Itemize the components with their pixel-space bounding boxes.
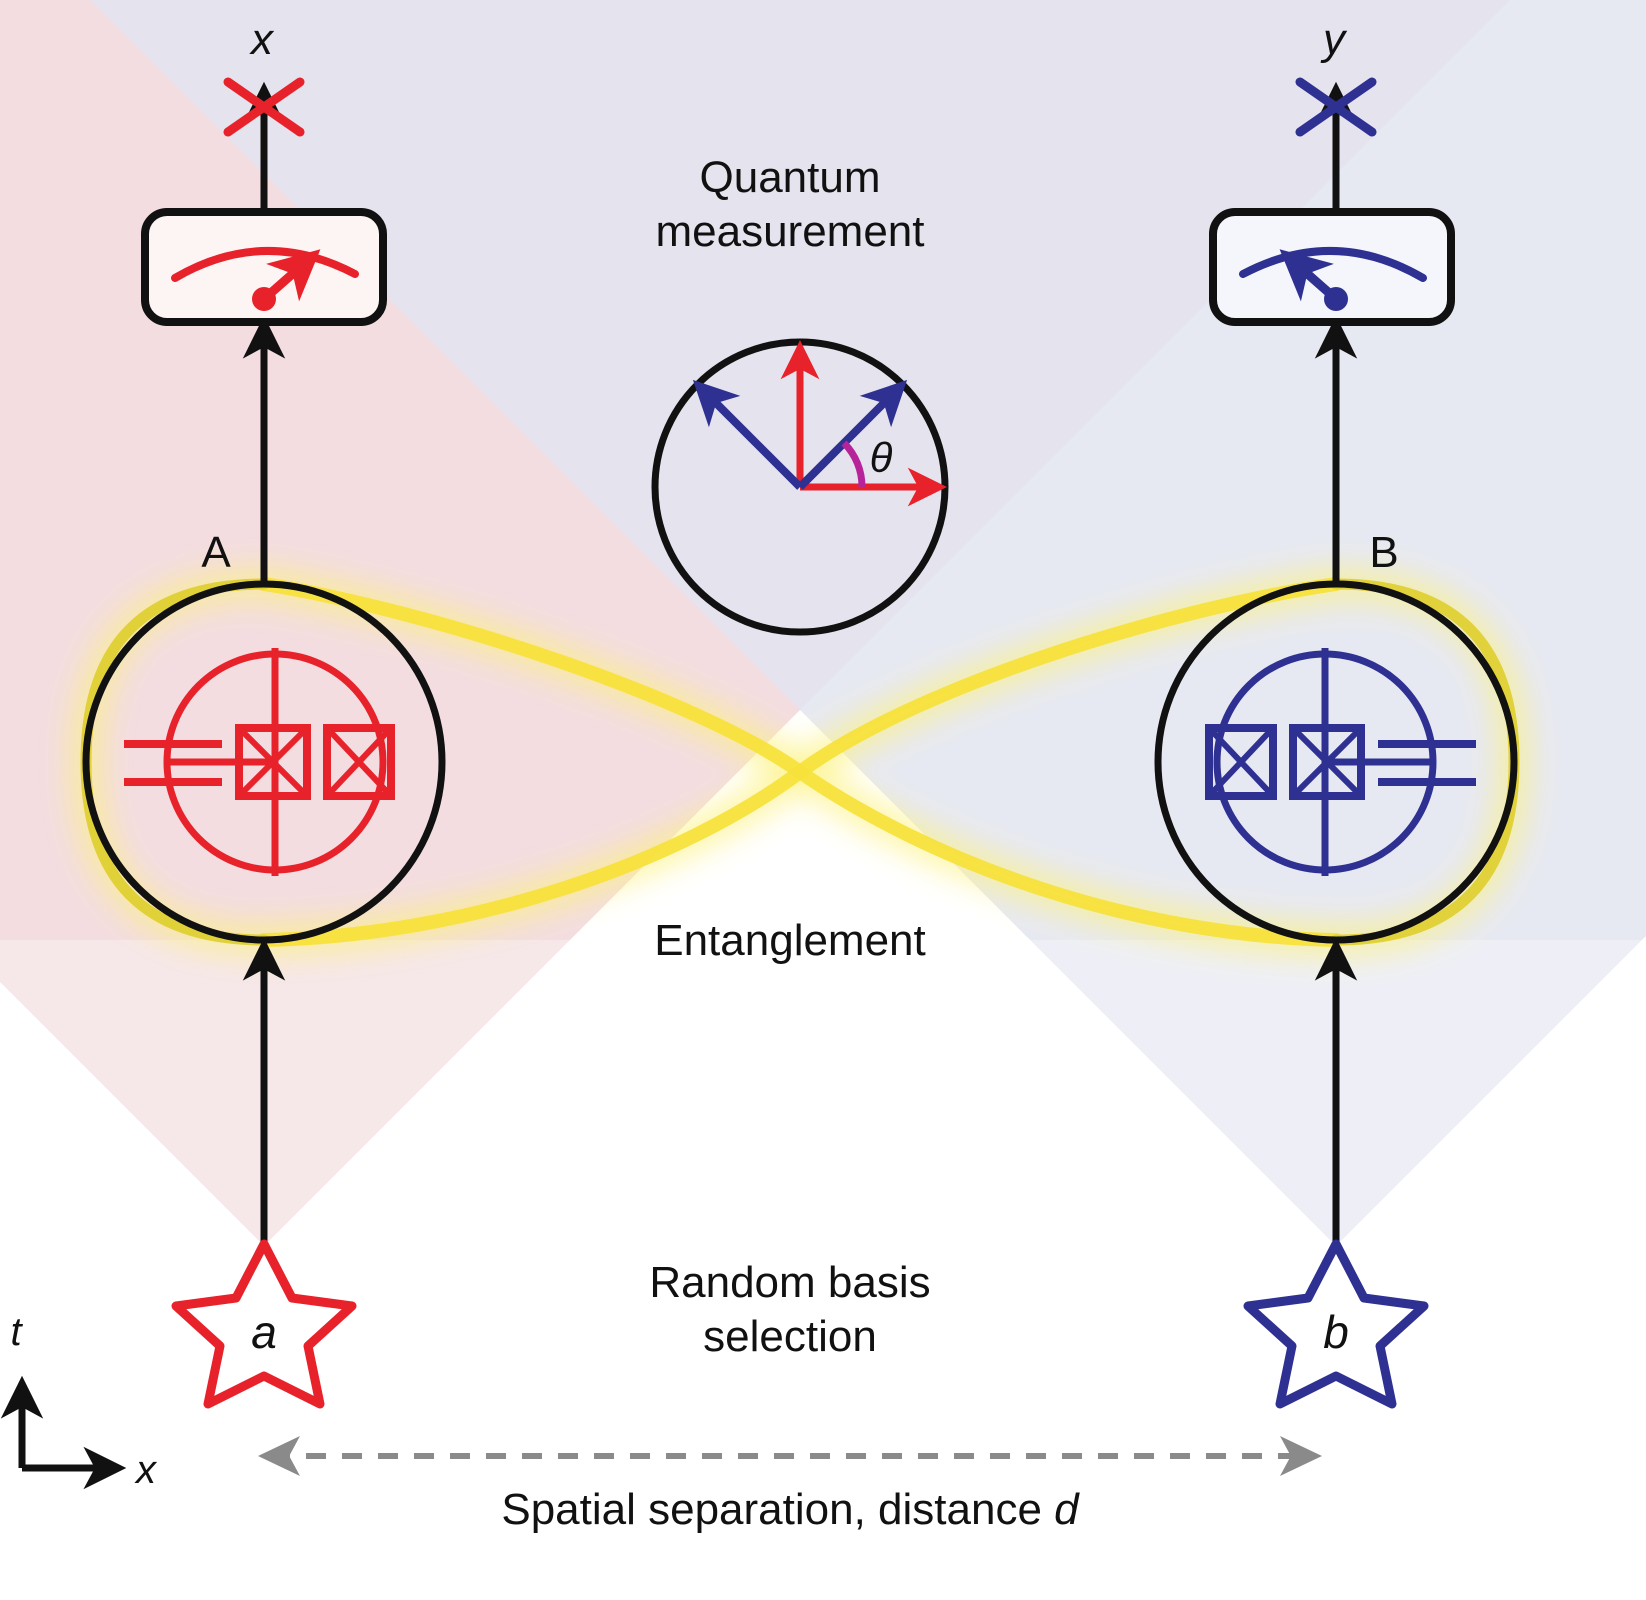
entanglement-label: Entanglement bbox=[654, 916, 926, 965]
josephson-junction-a2 bbox=[323, 724, 395, 800]
axis-time-label: t bbox=[10, 1310, 23, 1354]
measurement-meter-a bbox=[141, 208, 387, 326]
setting-label-b: b bbox=[1323, 1306, 1349, 1358]
ribbon-lower bbox=[257, 577, 1343, 947]
qubit-node-b bbox=[1154, 580, 1518, 944]
node-label-a: A bbox=[201, 528, 231, 577]
josephson-junction-b2 bbox=[1205, 724, 1277, 800]
basis-vector-blue-135 bbox=[692, 379, 803, 490]
qubit-node-a bbox=[82, 580, 446, 944]
basis-circle: θ bbox=[651, 338, 949, 636]
theta-label: θ bbox=[870, 434, 893, 481]
axis-space-label: x bbox=[134, 1448, 158, 1492]
quantum-measurement-label-line1: Quantum bbox=[700, 153, 881, 202]
random-basis-star-a bbox=[171, 1239, 357, 1409]
measurement-meter-b bbox=[1209, 208, 1455, 326]
theta-arc bbox=[841, 440, 866, 488]
setting-label-a: a bbox=[251, 1306, 277, 1358]
spatial-separation-text: Spatial separation, distance bbox=[501, 1485, 1054, 1534]
quantum-measurement-label-line2: measurement bbox=[655, 207, 924, 256]
branch-a: a bbox=[82, 15, 446, 1409]
random-basis-label-line1: Random basis bbox=[649, 1258, 930, 1307]
random-basis-label-line2: selection bbox=[703, 1312, 877, 1361]
outcome-cross-b bbox=[1295, 77, 1377, 137]
josephson-junction-a1 bbox=[235, 724, 311, 800]
branch-b: b B bbox=[1154, 15, 1518, 1409]
outcome-label-b: y bbox=[1320, 15, 1348, 64]
axis-indicator: t x bbox=[0, 1310, 158, 1492]
spatial-separation-label: Spatial separation, distance d bbox=[501, 1485, 1080, 1534]
basis-vector-blue-45 bbox=[797, 379, 908, 490]
entanglement-ribbons bbox=[73, 571, 1527, 953]
josephson-junction-b1 bbox=[1289, 724, 1365, 800]
outcome-label-a: x bbox=[249, 15, 275, 64]
random-basis-star-b bbox=[1243, 1239, 1429, 1409]
node-label-b: B bbox=[1369, 528, 1398, 577]
outcome-cross-a bbox=[223, 77, 305, 137]
spatial-separation-symbol: d bbox=[1054, 1485, 1080, 1534]
